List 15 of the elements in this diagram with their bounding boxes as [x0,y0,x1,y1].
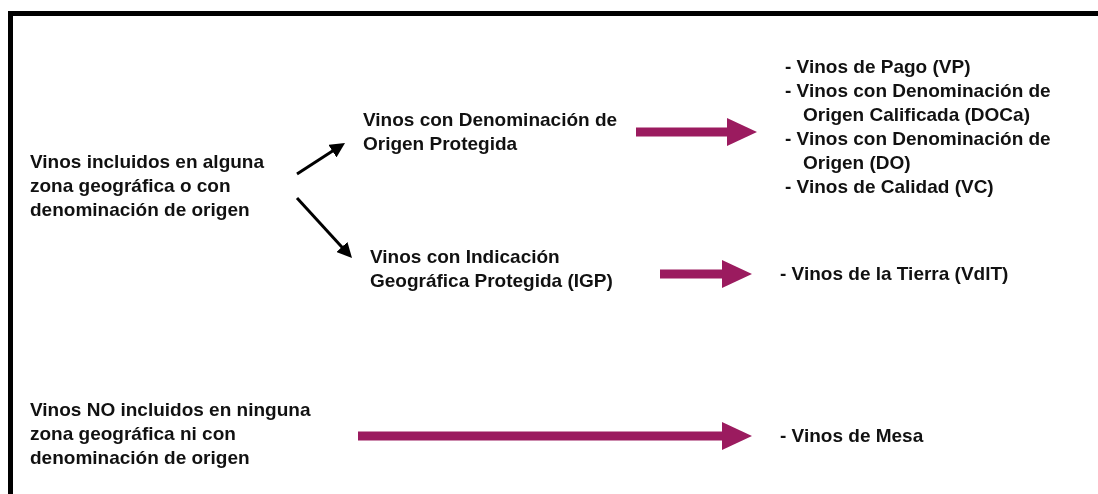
arrow [295,197,352,258]
list-item: - Vinos de Calidad (VC) [785,175,995,199]
node-label: Vinos NO incluidos en ninguna zona geográfica ni con denominación de origen [30,398,312,470]
list-item: - Vinos con Denominación de Origen (DO) [785,127,1052,175]
node-label: Vinos incluidos en alguna zona geográfica o con denominación de origen [30,150,266,222]
list-item: - Vinos de Pago (VP) [785,55,972,79]
node-label: Vinos con Indicación Geográfica Protegida (IGP) [370,245,614,293]
node-label: - Vinos de la Tierra (VdlT) [780,262,1010,286]
arrow [660,260,752,288]
arrow [296,143,345,176]
list-item: - Vinos con Denominación de Origen Calificada (DOCa) [785,79,1052,127]
node-label: Vinos con Denominación de Origen Protegida [363,108,619,156]
arrow [358,422,752,450]
arrow [636,118,757,146]
node-label: - Vinos de Mesa [780,424,925,448]
